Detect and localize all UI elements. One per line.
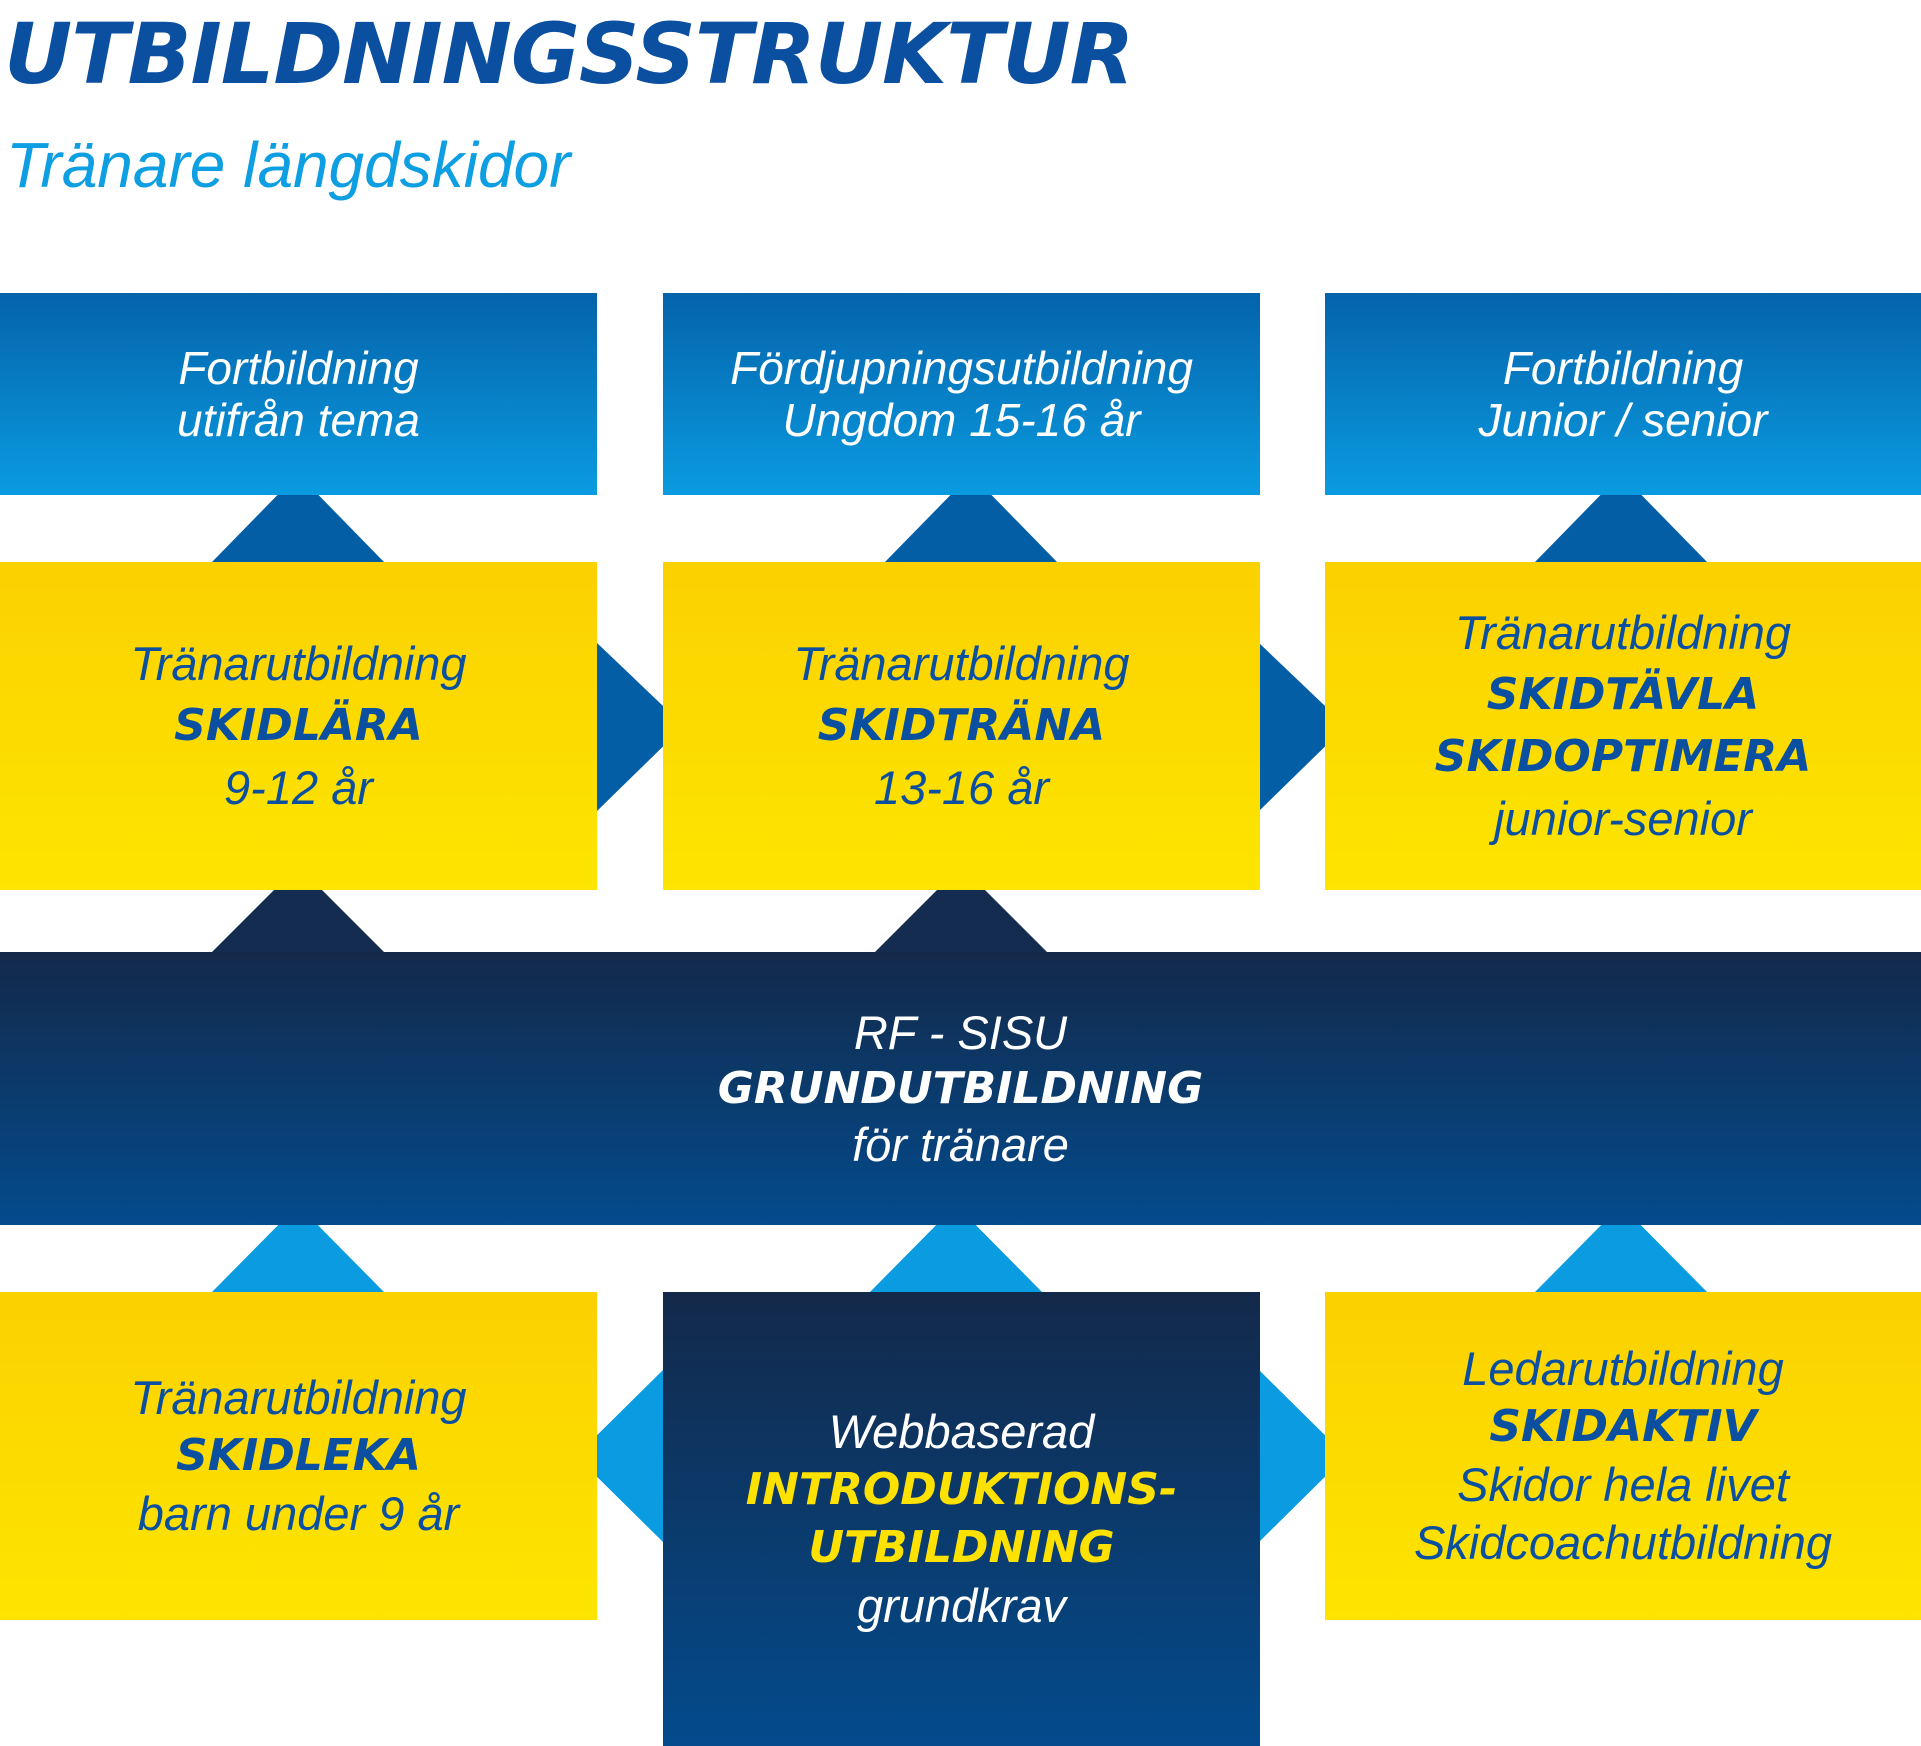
arrow-up-icon — [885, 474, 1057, 562]
box-name: INTRODUKTIONS- — [745, 1464, 1178, 1515]
box-detail: junior-senior — [1494, 792, 1752, 845]
box-name: SKIDOPTIMERA — [1434, 731, 1812, 782]
box-detail: 13-16 år — [873, 761, 1050, 814]
arrow-right-icon — [1258, 642, 1346, 812]
arrow-up-icon — [875, 866, 1047, 952]
box-kicker: Ledarutbildning — [1462, 1342, 1784, 1395]
box-kicker: Tränarutbildning — [1454, 606, 1792, 659]
box-detail: för tränare — [852, 1117, 1069, 1171]
page-subtitle: Tränare längdskidor — [6, 129, 571, 201]
page-title: UTBILDNINGSSTRUKTUR — [4, 5, 1134, 103]
box-skidleka: Tränarutbildning SKIDLEKA barn under 9 å… — [0, 1292, 597, 1620]
arrow-up-icon — [870, 1205, 1042, 1292]
box-skidtrana: Tränarutbildning SKIDTRÄNA 13-16 år — [663, 562, 1260, 890]
box-line: Fortbildning — [1502, 342, 1744, 394]
box-fortbildning-tema: Fortbildning utifrån tema — [0, 293, 597, 495]
box-detail: grundkrav — [857, 1579, 1066, 1632]
arrow-right-icon — [1258, 1369, 1346, 1543]
box-kicker: RF - SISU — [853, 1005, 1068, 1059]
box-fordjupningsutbildning: Fördjupningsutbildning Ungdom 15-16 år — [663, 293, 1260, 495]
box-name: SKIDTÄVLA — [1486, 669, 1760, 720]
arrow-up-icon — [212, 474, 384, 562]
arrow-up-icon — [1535, 1205, 1707, 1292]
box-line: Ungdom 15-16 år — [782, 394, 1141, 446]
arrow-right-icon — [596, 642, 684, 812]
box-name: SKIDLÄRA — [174, 700, 423, 751]
box-name: UTBILDNING — [808, 1522, 1115, 1573]
box-fortbildning-junior-senior: Fortbildning Junior / senior — [1325, 293, 1921, 495]
box-kicker: Tränarutbildning — [130, 1371, 467, 1424]
box-name: SKIDLEKA — [176, 1430, 421, 1481]
box-skidaktiv: Ledarutbildning SKIDAKTIV Skidor hela li… — [1325, 1292, 1921, 1620]
box-detail: barn under 9 år — [137, 1487, 460, 1540]
box-name: SKIDTRÄNA — [817, 700, 1106, 751]
box-line: Junior / senior — [1478, 394, 1768, 446]
box-detail: Skidor hela livet — [1457, 1458, 1789, 1511]
box-skidtavla-skidoptimera: Tränarutbildning SKIDTÄVLA SKIDOPTIMERA … — [1325, 562, 1921, 890]
box-detail: 9-12 år — [224, 761, 373, 814]
arrow-up-icon — [212, 1205, 384, 1292]
box-line: utifrån tema — [177, 394, 420, 446]
box-introduktionsutbildning: Webbaserad INTRODUKTIONS- UTBILDNING gru… — [663, 1292, 1260, 1746]
box-name: SKIDAKTIV — [1489, 1401, 1757, 1452]
box-line: Fortbildning — [178, 342, 419, 394]
arrow-left-icon — [576, 1369, 664, 1543]
arrow-up-icon — [1535, 474, 1707, 562]
box-line: Fördjupningsutbildning — [730, 342, 1193, 394]
box-name: GRUNDUTBILDNING — [717, 1062, 1204, 1114]
box-kicker: Webbaserad — [828, 1405, 1095, 1458]
box-kicker: Tränarutbildning — [130, 637, 467, 690]
box-grundutbildning: RF - SISU GRUNDUTBILDNING för tränare — [0, 952, 1921, 1225]
box-skidlara: Tränarutbildning SKIDLÄRA 9-12 år — [0, 562, 597, 890]
box-kicker: Tränarutbildning — [793, 637, 1130, 690]
box-detail: Skidcoachutbildning — [1413, 1516, 1833, 1569]
arrow-up-icon — [212, 866, 384, 952]
